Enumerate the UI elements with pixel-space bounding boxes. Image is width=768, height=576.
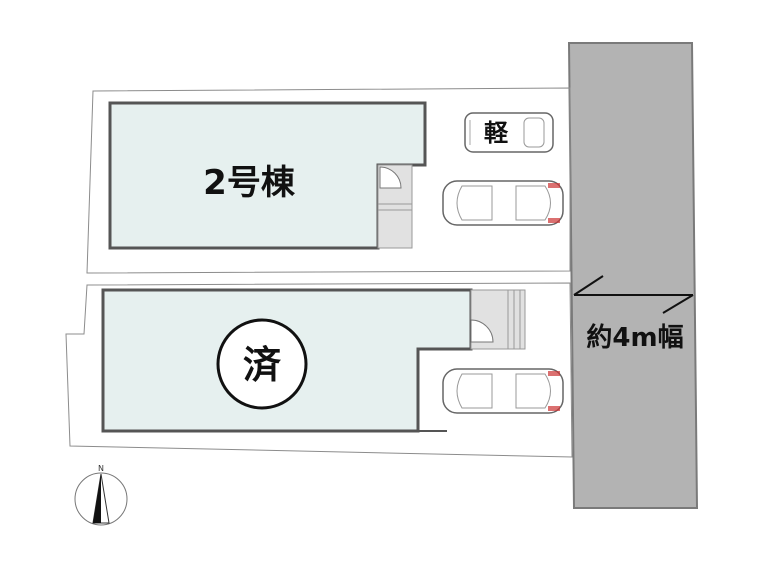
building-label-sold: 済 bbox=[243, 343, 282, 387]
car-icon bbox=[442, 180, 564, 226]
small-car-icon bbox=[464, 112, 554, 153]
lot-north bbox=[86, 87, 571, 274]
compass-icon bbox=[74, 472, 128, 526]
road bbox=[567, 42, 699, 509]
kei-car-label: 軽 bbox=[484, 119, 509, 147]
compass-north-label: N bbox=[98, 464, 104, 473]
road-width-label: 約4m幅 bbox=[586, 322, 683, 353]
lot-south bbox=[65, 282, 573, 458]
door-icon bbox=[470, 319, 494, 343]
door-icon bbox=[379, 166, 402, 189]
sold-stamp bbox=[216, 318, 308, 410]
road-width-dimension bbox=[573, 275, 694, 314]
car-icon bbox=[442, 368, 564, 414]
building-label-unit2: 2号棟 bbox=[203, 163, 296, 203]
